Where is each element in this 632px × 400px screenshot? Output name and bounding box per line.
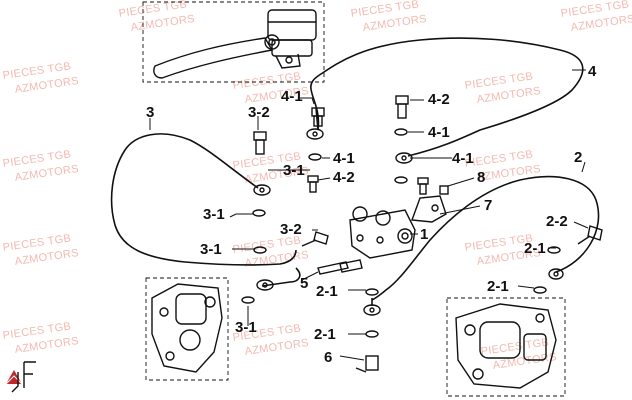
banjo-bolt — [577, 225, 603, 245]
label-2: 2 — [574, 149, 582, 166]
label-3-1: 3-1 — [235, 319, 257, 336]
brake-hose-4 — [310, 37, 584, 157]
label-2-1: 2-1 — [316, 283, 338, 300]
callout-labels: 4 2 3 3-2 4-1 4-2 4-1 4-1 4-1 3-1 4-2 3-… — [146, 63, 597, 366]
washer — [252, 209, 266, 217]
washer — [241, 296, 255, 304]
label-4-1: 4-1 — [428, 124, 450, 141]
banjo-bolt — [395, 95, 409, 119]
label-2-1: 2-1 — [487, 278, 509, 295]
banjo-bolt — [301, 231, 329, 247]
label-3-1: 3-1 — [200, 241, 222, 258]
washer — [394, 128, 408, 136]
label-4-2: 4-2 — [428, 91, 450, 108]
banjo-fitting — [363, 304, 381, 316]
label-2-1: 2-1 — [314, 326, 336, 343]
rear-caliper-box — [145, 277, 229, 381]
brake-hose-2 — [371, 175, 600, 301]
banjo-bolt — [311, 107, 325, 127]
banjo-bolt — [307, 175, 319, 193]
washer — [394, 176, 408, 184]
rear-brake-caliper — [151, 283, 223, 373]
label-3-2: 3-2 — [248, 104, 270, 121]
banjo-bolt — [253, 131, 267, 155]
banjo-fitting — [253, 184, 271, 196]
mounting-bolt — [317, 261, 349, 275]
mounting-bracket — [411, 195, 447, 223]
label-3-1: 3-1 — [283, 162, 305, 179]
front-brake-caliper — [455, 303, 557, 389]
bracket-bolt — [417, 177, 429, 195]
banjo-fitting — [306, 128, 324, 140]
label-1: 1 — [420, 226, 428, 243]
label-4: 4 — [588, 63, 597, 80]
label-8: 8 — [477, 169, 485, 186]
washer — [533, 286, 547, 294]
label-3-2: 3-2 — [280, 221, 302, 238]
front-caliper-box — [446, 297, 566, 397]
banjo-fitting — [395, 152, 413, 164]
label-4-2: 4-2 — [333, 169, 355, 186]
master-cylinder-box — [142, 1, 325, 83]
brake-master-cylinder — [153, 9, 317, 79]
banjo-fitting — [256, 279, 274, 291]
label-4-1: 4-1 — [333, 150, 355, 167]
washer — [365, 288, 379, 296]
washer — [547, 246, 561, 254]
label-2-2: 2-2 — [546, 213, 568, 230]
label-5: 5 — [300, 275, 308, 292]
leader-lines — [149, 69, 589, 361]
hose-3-lower — [261, 267, 301, 287]
brand-logo — [5, 361, 36, 393]
brake-hose-3 — [110, 133, 297, 266]
nut — [439, 185, 449, 195]
mounting-bolt — [339, 259, 363, 273]
bleeder-valve — [355, 355, 379, 373]
banjo-fitting — [548, 268, 564, 280]
label-4-1: 4-1 — [452, 150, 474, 167]
washer — [365, 330, 379, 338]
label-2-1: 2-1 — [524, 240, 546, 257]
label-7: 7 — [484, 197, 492, 214]
label-3: 3 — [146, 104, 154, 121]
brake-junction-block — [349, 206, 416, 259]
label-4-1: 4-1 — [281, 88, 303, 105]
washer — [253, 246, 267, 254]
label-6: 6 — [324, 349, 332, 366]
label-3-1: 3-1 — [203, 206, 225, 223]
washer — [308, 153, 322, 161]
